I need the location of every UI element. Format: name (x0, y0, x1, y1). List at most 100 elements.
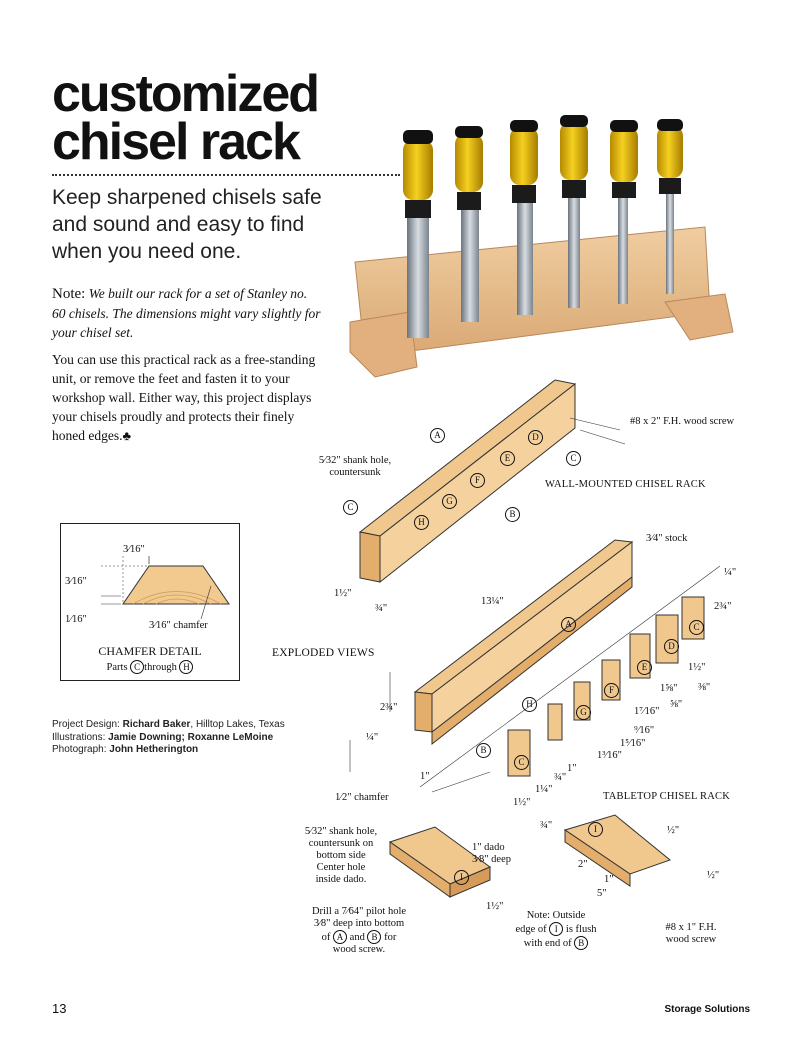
dim-1-1-2-wall: 1½" (334, 588, 352, 599)
screw2-line2: wood screw (665, 934, 717, 945)
screw2-line1: #8 x 1" F.H. (665, 922, 717, 933)
outside-line1: Note: Outside (526, 910, 586, 921)
shank2-line4: Center hole (316, 862, 366, 873)
shank-hole-2-label: 5⁄32" shank hole, countersunk on bottom … (300, 826, 382, 886)
dim-1-3-16: 1³⁄16" (597, 750, 622, 761)
parts-word: Parts (106, 662, 128, 673)
dim-13-1-4: 13¼" (481, 596, 504, 607)
part-d-callout-2: D (664, 639, 679, 654)
chamfer-detail-title: CHAMFER DETAIL (98, 644, 202, 658)
part-e-callout-2: E (637, 660, 652, 675)
credit-design: Project Design: Richard Baker, Hilltop L… (52, 719, 285, 732)
part-f-callout-1: F (470, 473, 485, 488)
dim-2-3-4-left: 2¾" (380, 702, 398, 713)
outside-part-b: B (574, 936, 589, 950)
section-name: Storage Solutions (664, 1004, 750, 1015)
drill-of: of (321, 932, 331, 943)
chamfer-dim-bottom-left: 1⁄16" (65, 614, 87, 625)
part-b-callout-1: B (505, 507, 520, 522)
dim-1-5-16: 1⁵⁄16" (620, 738, 646, 749)
body-paragraph: You can use this practical rack as a fre… (52, 350, 322, 445)
dim-1-5-8: 1⅝" (660, 683, 678, 694)
part-d-callout-1: D (528, 430, 543, 445)
drill-part-a: A (333, 930, 348, 944)
dim-1-1-2-foot: 1½" (486, 901, 504, 912)
dim-9-16: ⁹⁄16" (634, 725, 655, 736)
part-c-circle: C (130, 660, 145, 674)
dim-5-8: ⅝" (670, 699, 683, 710)
photo-label: Photograph: (52, 744, 107, 755)
drill-for: for (384, 932, 397, 943)
part-g-callout-2: G (576, 705, 591, 720)
illus-label: Illustrations: (52, 731, 106, 743)
dim-1-2-top: ½" (667, 825, 680, 836)
lead-paragraph: Keep sharpened chisels safe and sound an… (52, 186, 322, 263)
chisel-rack-photo (349, 115, 734, 378)
credits: Project Design: Richard Baker, Hilltop L… (52, 719, 285, 757)
stock-label: 3⁄4" stock (646, 533, 688, 544)
dim-1-4-right: ¼" (724, 567, 737, 578)
credit-photo: Photograph: John Hetherington (52, 744, 285, 757)
drill-and: and (349, 932, 365, 943)
design-label: Project Design: (52, 719, 120, 730)
shank-hole-line1: 5⁄32" shank hole, (318, 455, 392, 466)
part-h-circle: H (179, 660, 194, 674)
screw-2-label: #8 x 1" F.H.wood screw (655, 922, 727, 946)
part-g-callout-1: G (442, 494, 457, 509)
shank2-line5: inside dado. (315, 874, 367, 885)
dim-1-foot: 1" (604, 874, 614, 885)
dim-2-3-4-right: 2¾" (714, 601, 732, 612)
shank-hole-line2: countersunk (329, 467, 381, 478)
technical-diagram (349, 379, 721, 898)
dim-1-small: 1" (567, 763, 577, 774)
design-name: Richard Baker (122, 719, 191, 730)
outside-edge-of: edge of (515, 924, 547, 935)
shank-hole-label: 5⁄32" shank hole,countersunk (310, 455, 400, 479)
dado-line1: 1" dado (472, 842, 505, 853)
credit-illus: Illustrations: Jamie Downing; Roxanne Le… (52, 732, 285, 745)
dim-3-4-wall: ¾" (375, 603, 388, 614)
part-a-callout-2: A (561, 617, 576, 632)
dado-line2: 3⁄8" deep (472, 854, 511, 865)
part-c-callout-3: C (689, 620, 704, 635)
note-paragraph: Note: We built our rack for a set of Sta… (52, 284, 322, 342)
illus-names: Jamie Downing; Roxanne LeMoine (108, 731, 274, 743)
part-h-callout-2: H (522, 697, 537, 712)
outside-part-i: I (549, 922, 564, 936)
drill-note: Drill a 7⁄64" pilot hole 3⁄8" deep into … (300, 906, 418, 956)
dotted-rule (52, 174, 400, 176)
chamfer-detail-box: 3⁄16" 3⁄16" 1⁄16" 3⁄16" chamfer CHAMFER … (60, 523, 240, 681)
page-number: 13 (52, 1001, 67, 1016)
outside-with-end: with end of (523, 938, 572, 949)
dim-3-4-foot: ¾" (540, 820, 553, 831)
part-c-callout-2: C (343, 500, 358, 515)
dim-1-4-left: ¼" (366, 732, 379, 743)
part-c-callout-1: C (566, 451, 581, 466)
article-title: customized chisel rack (52, 65, 320, 171)
photo-name: John Hetherington (109, 744, 199, 755)
title-line-2: chisel rack (52, 113, 301, 171)
dim-5: 5" (597, 888, 607, 899)
half-chamfer-label: 1⁄2" chamfer (335, 792, 389, 803)
dim-1-1-4: 1¼" (535, 784, 553, 795)
design-place: , Hilltop Lakes, Texas (190, 719, 285, 730)
exploded-views-title: EXPLODED VIEWS (272, 647, 375, 659)
end-mark-icon: ♣ (122, 428, 132, 443)
shank2-line3: bottom side (316, 850, 366, 861)
drill-line1: Drill a 7⁄64" pilot hole (311, 906, 407, 917)
body-text: You can use this practical rack as a fre… (52, 352, 316, 443)
dim-3-4-small: ¾" (554, 772, 567, 783)
chamfer-dim-left: 3⁄16" (65, 576, 87, 587)
shank2-line2: countersunk on (308, 838, 374, 849)
part-i-callout-2: I (588, 822, 603, 837)
part-e-callout-1: E (500, 451, 515, 466)
through-word: through (144, 662, 177, 673)
title-line-1: customized (52, 65, 320, 123)
part-i-callout-1: I (454, 870, 469, 885)
dim-3-8: ⅜" (698, 682, 711, 693)
drill-part-b: B (367, 930, 382, 944)
wall-screw-label: #8 x 2" F.H. wood screw (630, 416, 735, 427)
outside-edge-note: Note: Outside edge of I is flush with en… (512, 910, 600, 950)
